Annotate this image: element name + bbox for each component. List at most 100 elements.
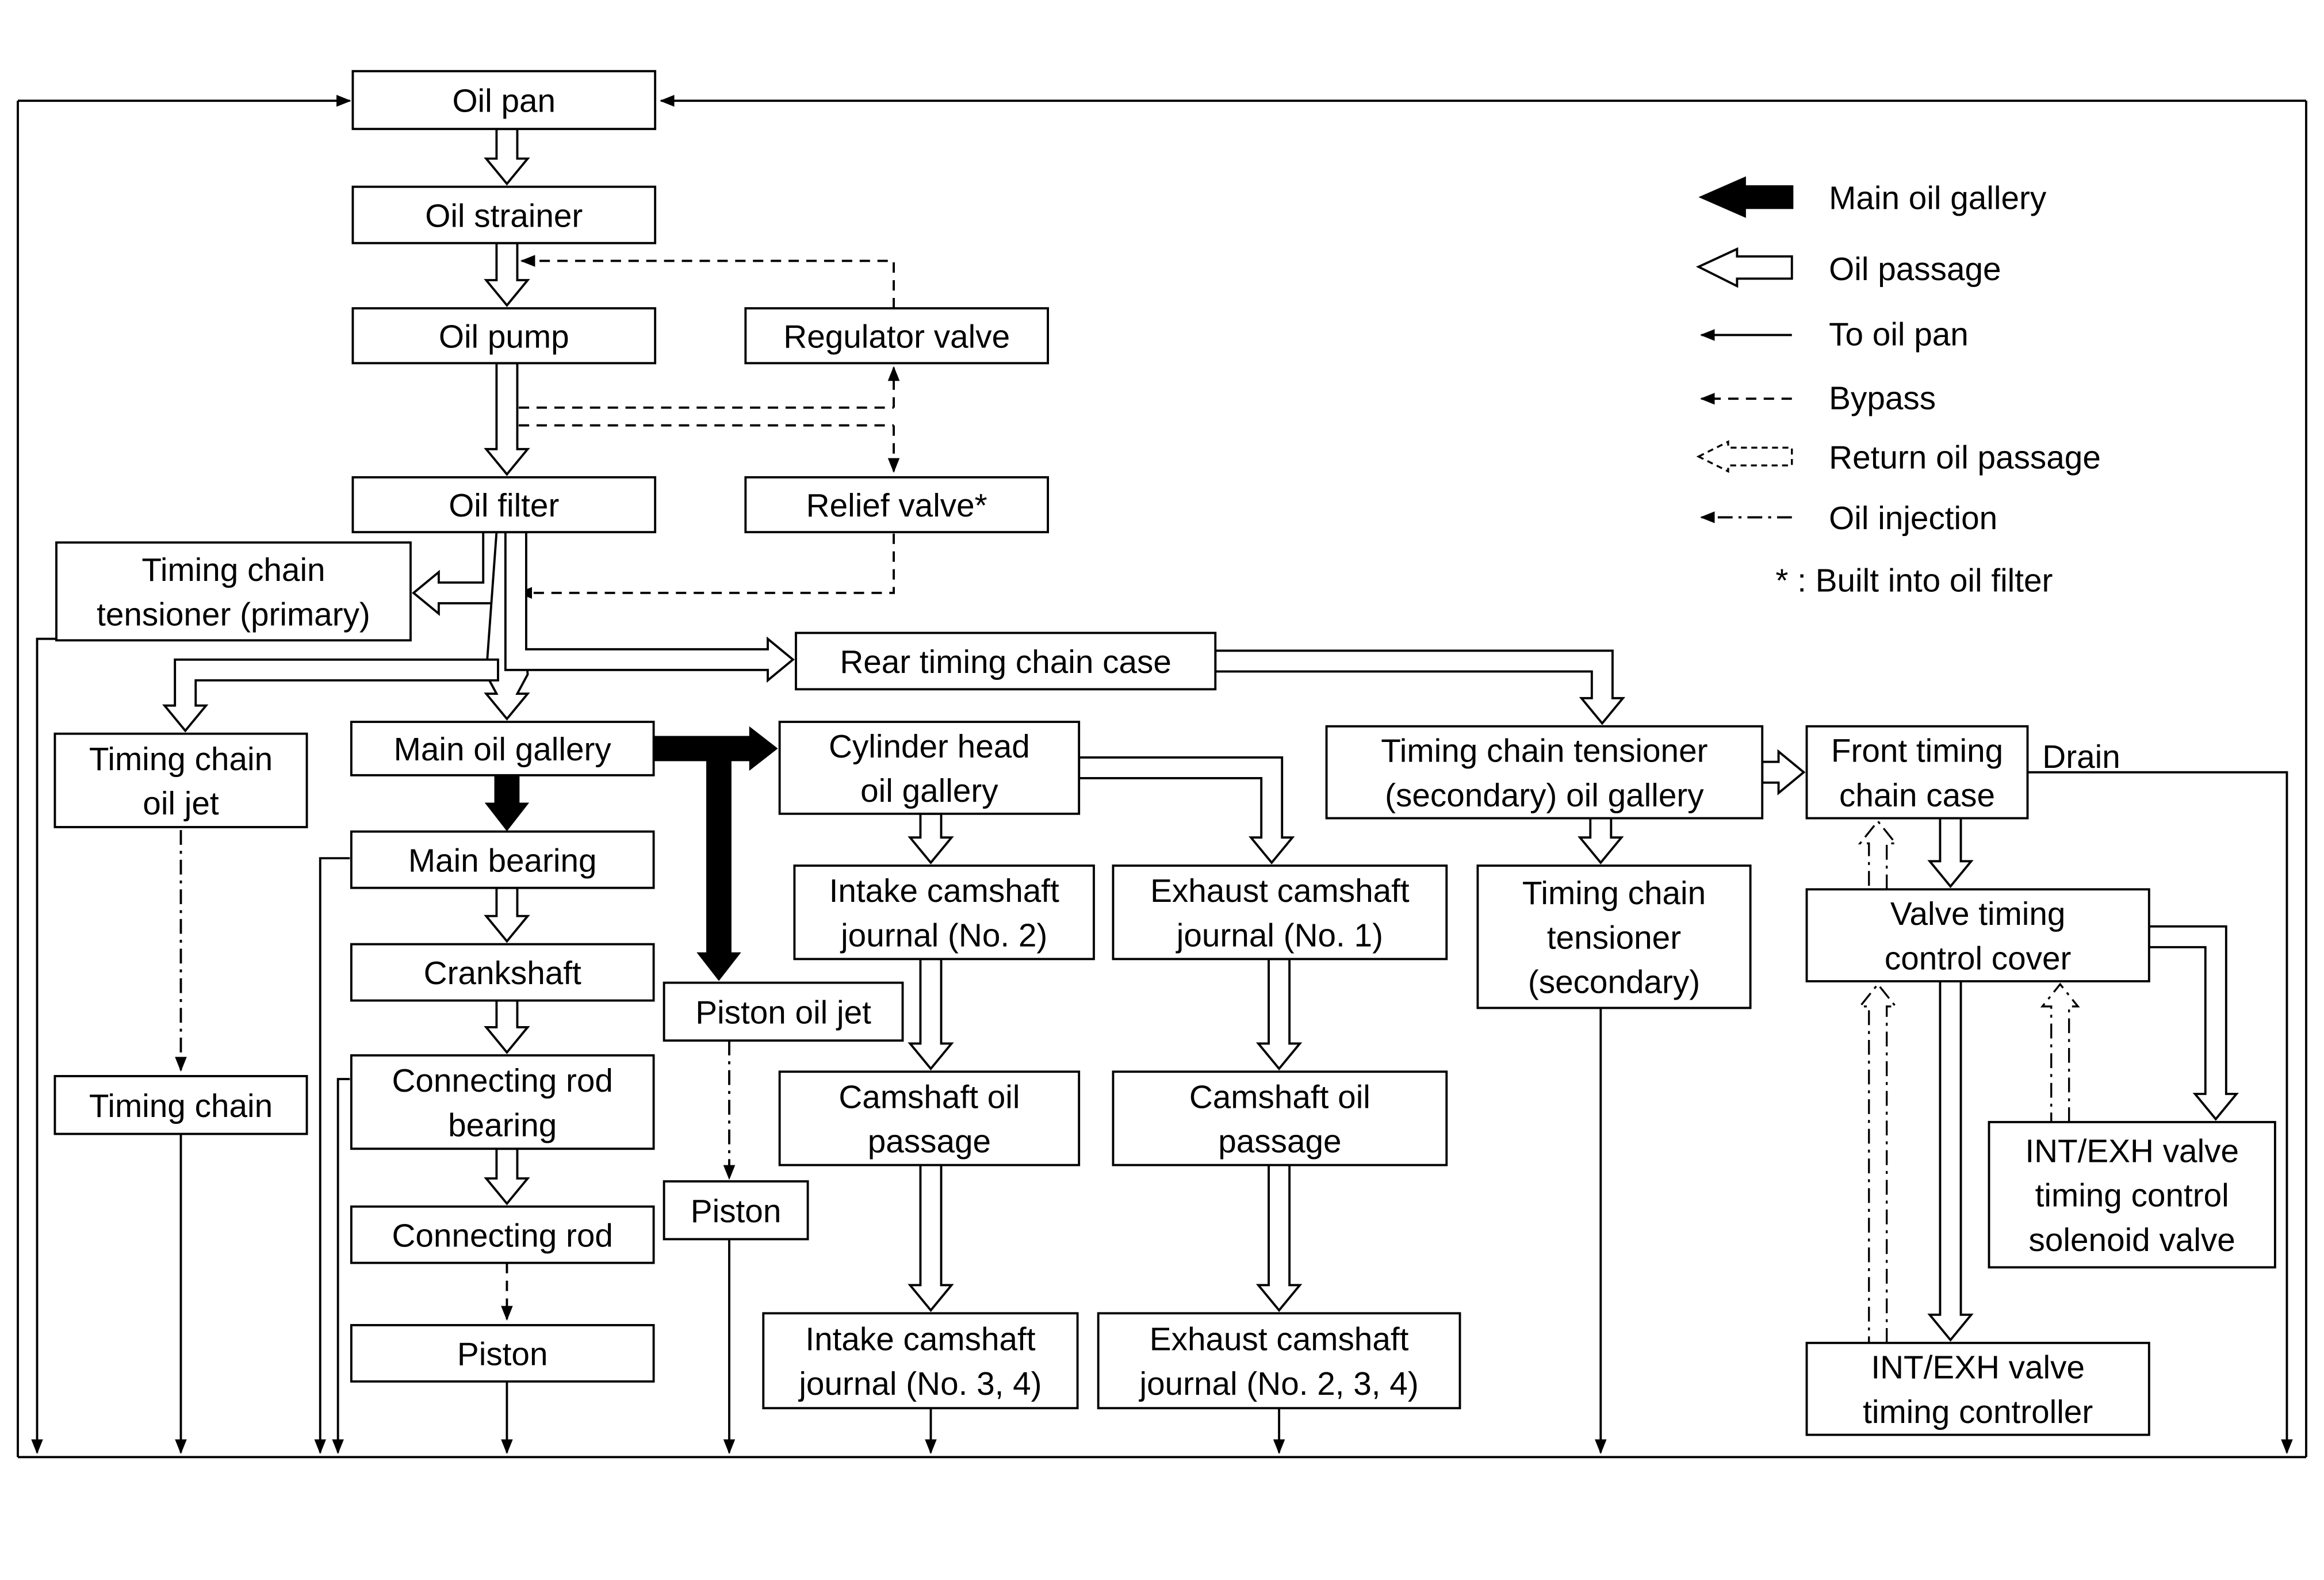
box-label: journal (No. 3, 4) xyxy=(798,1366,1042,1402)
passage-arrow-cyl-head-to-exhaust xyxy=(1078,756,1295,864)
legend-solid-arrow-icon xyxy=(1698,176,1794,218)
legend-hollow-arrow-icon xyxy=(1695,247,1793,288)
box-relief-valve: Relief valve* xyxy=(744,476,1049,534)
box-label: bearing xyxy=(448,1107,557,1143)
box-tct-primary: Timing chain tensioner (primary) xyxy=(55,541,412,642)
passage-arrow-crankshaft-to-conrod-bearing xyxy=(484,999,530,1054)
box-label: journal (No. 2, 3, 4) xyxy=(1138,1366,1418,1402)
box-frame xyxy=(1805,888,2150,982)
box-piston-jet: Piston oil jet xyxy=(663,981,904,1042)
legend-label-bypass: Bypass xyxy=(1829,380,1936,416)
legend-label-to-oil-pan: To oil pan xyxy=(1829,316,1969,353)
box-label: Valve timing xyxy=(1890,896,2066,932)
box-main-bearing: Main bearing xyxy=(350,830,655,889)
solid-arrow-main-gallery-to-piston-jet xyxy=(696,748,741,981)
legend-dotted-hollow-arrow-icon xyxy=(1696,440,1793,473)
bypass-lines xyxy=(501,255,900,1321)
passage-arrow-cam-passage-exh-to-j234 xyxy=(1255,1164,1303,1313)
passage-arrow-conrod-bearing-to-conrod xyxy=(484,1147,530,1206)
box-label: tensioner xyxy=(1547,920,1681,956)
box-frame xyxy=(55,541,412,642)
box-piston-right: Piston xyxy=(663,1180,809,1241)
box-frame xyxy=(351,307,657,365)
passage-arrow-pan-to-strainer xyxy=(484,128,530,186)
box-label: Piston oil jet xyxy=(695,994,871,1031)
drain-label: Drain xyxy=(2042,739,2120,775)
passage-arrow-front-case-to-vtc-cover xyxy=(1927,817,1974,889)
box-frame xyxy=(350,830,655,889)
box-frame xyxy=(53,1075,308,1135)
box-frame xyxy=(1805,1341,2150,1436)
passage-arrow-rear-case-to-tct-secondary-gallery xyxy=(1214,649,1626,725)
box-label: (secondary) xyxy=(1528,965,1700,1001)
box-label: Rear timing chain case xyxy=(840,644,1171,680)
box-label: timing control xyxy=(2035,1178,2229,1214)
passage-arrow-main-bearing-to-crankshaft xyxy=(484,886,530,943)
box-tct-secondary-gallery: Timing chain tensioner (secondary) oil ga… xyxy=(1325,725,1764,820)
box-label: Connecting rod xyxy=(392,1218,612,1254)
box-frame xyxy=(351,70,657,131)
passage-arrow-vtc-cover-to-controller xyxy=(1927,980,1974,1342)
box-timing-chain: Timing chain xyxy=(53,1075,308,1135)
box-frame xyxy=(350,1323,655,1383)
box-frame xyxy=(744,307,1049,365)
box-frame xyxy=(795,632,1217,691)
passage-arrow-tct-gallery-to-tct-secondary xyxy=(1578,817,1624,864)
passage-arrow-intake-j2-to-cam-passage xyxy=(908,958,954,1071)
legend-label-oil-passage: Oil passage xyxy=(1829,251,2001,288)
box-label: Timing chain xyxy=(141,552,325,588)
box-label: Timing chain tensioner xyxy=(1381,733,1707,770)
box-frame xyxy=(53,732,308,828)
box-label: tensioner (primary) xyxy=(97,597,370,633)
box-frame xyxy=(778,721,1081,815)
legend-label-return: Return oil passage xyxy=(1829,439,2101,476)
box-label: Oil pan xyxy=(452,83,556,120)
oil-passage-arrows xyxy=(162,128,2239,1344)
passage-arrow-branch-to-tc-oil-jet xyxy=(162,658,499,733)
box-label: Timing chain xyxy=(89,1088,273,1124)
box-label: Oil pump xyxy=(439,319,569,355)
box-oil-pump: Oil pump xyxy=(351,307,657,365)
return-lines xyxy=(17,94,2307,1459)
box-frame xyxy=(1988,1120,2276,1269)
injection-lines xyxy=(175,830,736,1180)
box-frame xyxy=(1476,864,1752,1009)
solid-arrow-main-gallery-to-main-bearing xyxy=(484,774,530,832)
box-label: journal (No. 2) xyxy=(840,917,1047,954)
box-frame xyxy=(351,476,657,534)
passage-arrow-vtc-cover-to-solenoid xyxy=(2147,925,2239,1121)
legend: Main oil gallery Oil passage To oil pan … xyxy=(1695,176,2101,599)
box-intake-j34: Intake camshaft journal (No. 3, 4) xyxy=(762,1312,1079,1410)
box-frame xyxy=(663,1180,809,1241)
box-label: Main bearing xyxy=(408,843,597,879)
box-label: Regulator valve xyxy=(783,319,1010,355)
passage-arrow-exhaust-j1-to-cam-passage xyxy=(1255,958,1303,1071)
box-frame xyxy=(744,476,1049,534)
box-label: Intake camshaft xyxy=(805,1322,1035,1358)
box-label: Exhaust camshaft xyxy=(1150,873,1410,909)
passage-arrow-tct-gallery-to-front-case xyxy=(1761,749,1806,795)
box-label: INT/EXH valve xyxy=(2025,1133,2239,1169)
box-label: Crankshaft xyxy=(424,955,581,992)
box-frame xyxy=(350,1205,655,1264)
box-label: oil jet xyxy=(143,786,219,822)
passage-arrow-filter-to-rear-case xyxy=(504,531,795,683)
box-crankshaft: Crankshaft xyxy=(350,943,655,1002)
box-regulator-valve: Regulator valve xyxy=(744,307,1049,365)
box-label: (secondary) oil gallery xyxy=(1385,778,1704,814)
box-label: Front timing xyxy=(1831,733,2003,770)
